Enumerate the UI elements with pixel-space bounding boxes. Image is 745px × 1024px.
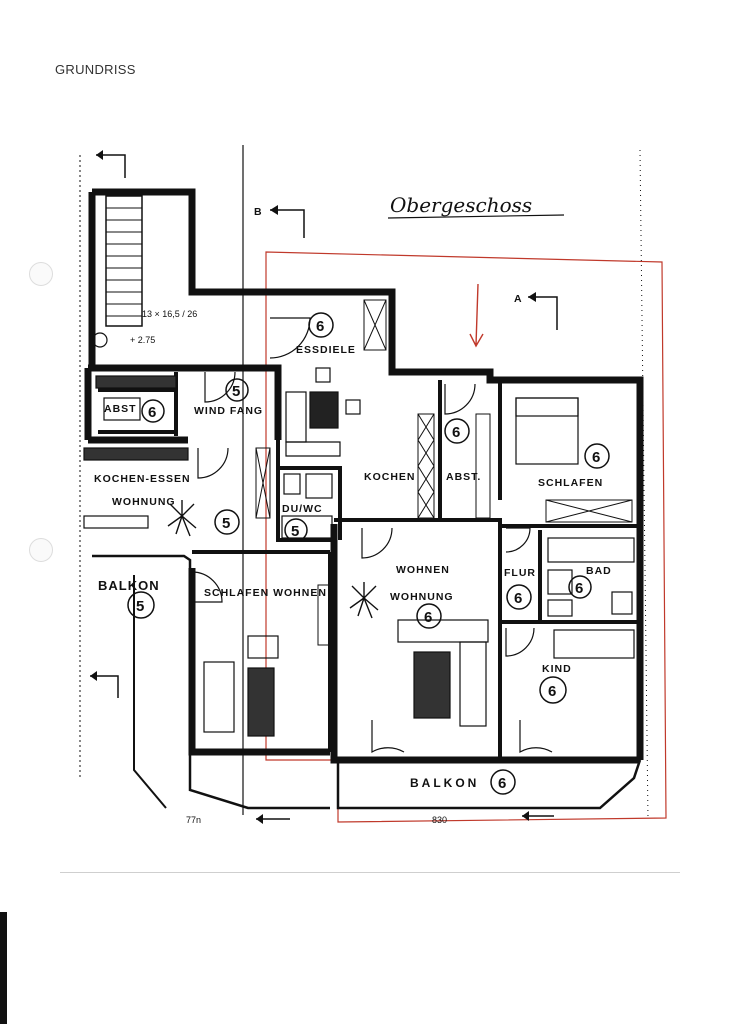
room-label-abst-right: ABST. [446,471,481,483]
room-label-schlafen-wohnen: SCHLAFEN WOHNEN [204,587,327,599]
svg-text:A: A [514,293,523,305]
scan-edge [0,912,7,1024]
balkon-5-inner [133,575,167,809]
room-label-wohnen: WOHNEN [396,564,450,576]
room-label-balkon-5: BALKON [98,578,160,593]
interior-walls [98,372,640,760]
balkon-5-outline [92,554,330,810]
stair-note: 13 × 16,5 / 26 [142,309,197,319]
plant-icon-wohnen [349,582,379,619]
right-edge-line [639,149,649,821]
section-mark-b: B [254,205,305,238]
room-label-bad: BAD [586,565,612,577]
unit-number-wohnung-5: 5 [222,515,230,532]
room-label-kochen-essen: KOCHEN-ESSEN [94,473,191,485]
unit-number-schlafen: 6 [592,449,600,466]
page-title: GRUNDRISS [55,62,136,77]
unit-number-abst-right: 6 [452,424,460,441]
section-mark-bottom-left-icon [256,814,290,824]
svg-text:B: B [254,206,263,218]
unit-number-balkon-6: 6 [498,775,506,792]
balkon-6-outline [336,759,642,810]
unit-number-balkon-5: 5 [136,598,144,615]
exterior-walls [84,188,644,764]
section-mark-bottom-right-icon [522,811,554,821]
room-label-wohnung-5: WOHNUNG [112,496,176,508]
closets [255,299,633,646]
door-swings [191,317,553,754]
room-label-flur: FLUR [504,567,536,579]
room-label-kind: KIND [542,663,572,675]
bottom-divider [60,872,680,873]
section-mark-top-left-icon [96,150,126,178]
unit-number-flur: 6 [514,590,522,607]
unit-number-bad: 6 [575,580,583,597]
room-label-essdiele: ESSDIELE [296,344,356,356]
room-label-balkon-6: BALKON [410,776,479,790]
title-underline [387,214,565,219]
red-unit-outline [265,251,667,823]
level-note: + 2.75 [130,335,155,345]
furniture [83,367,635,737]
unit-number-windfang: 5 [232,383,240,400]
room-label-windfang: WIND FANG [194,405,263,417]
unit-number-kind: 6 [548,683,556,700]
unit-number-essdiele: 6 [316,318,324,335]
room-label-duwc: DU/WC [282,503,323,515]
unit-number-wohnung-6: 6 [424,609,432,626]
punch-hole-top [29,262,53,286]
unit-badges [127,312,610,795]
room-label-kochen: KOCHEN [364,471,416,483]
room-label-schlafen: SCHLAFEN [538,477,603,489]
room-label-abst-left: ABST [104,403,137,415]
section-mark-left-lower-icon [90,671,119,698]
red-arrow-icon [469,283,484,348]
dimension-left: 77n [186,815,201,825]
stair-icon [92,195,143,348]
unit-number-duwc: 5 [291,523,299,540]
section-mark-a-top: A [514,292,558,330]
plant-icon [167,500,197,537]
dimension-right: 830 [432,815,447,825]
unit-number-abst-left: 6 [148,404,156,421]
room-label-wohnung-6: WOHNUNG [390,591,454,603]
plan-title: Obergeschoss [390,193,532,217]
punch-hole-bottom [29,538,53,562]
